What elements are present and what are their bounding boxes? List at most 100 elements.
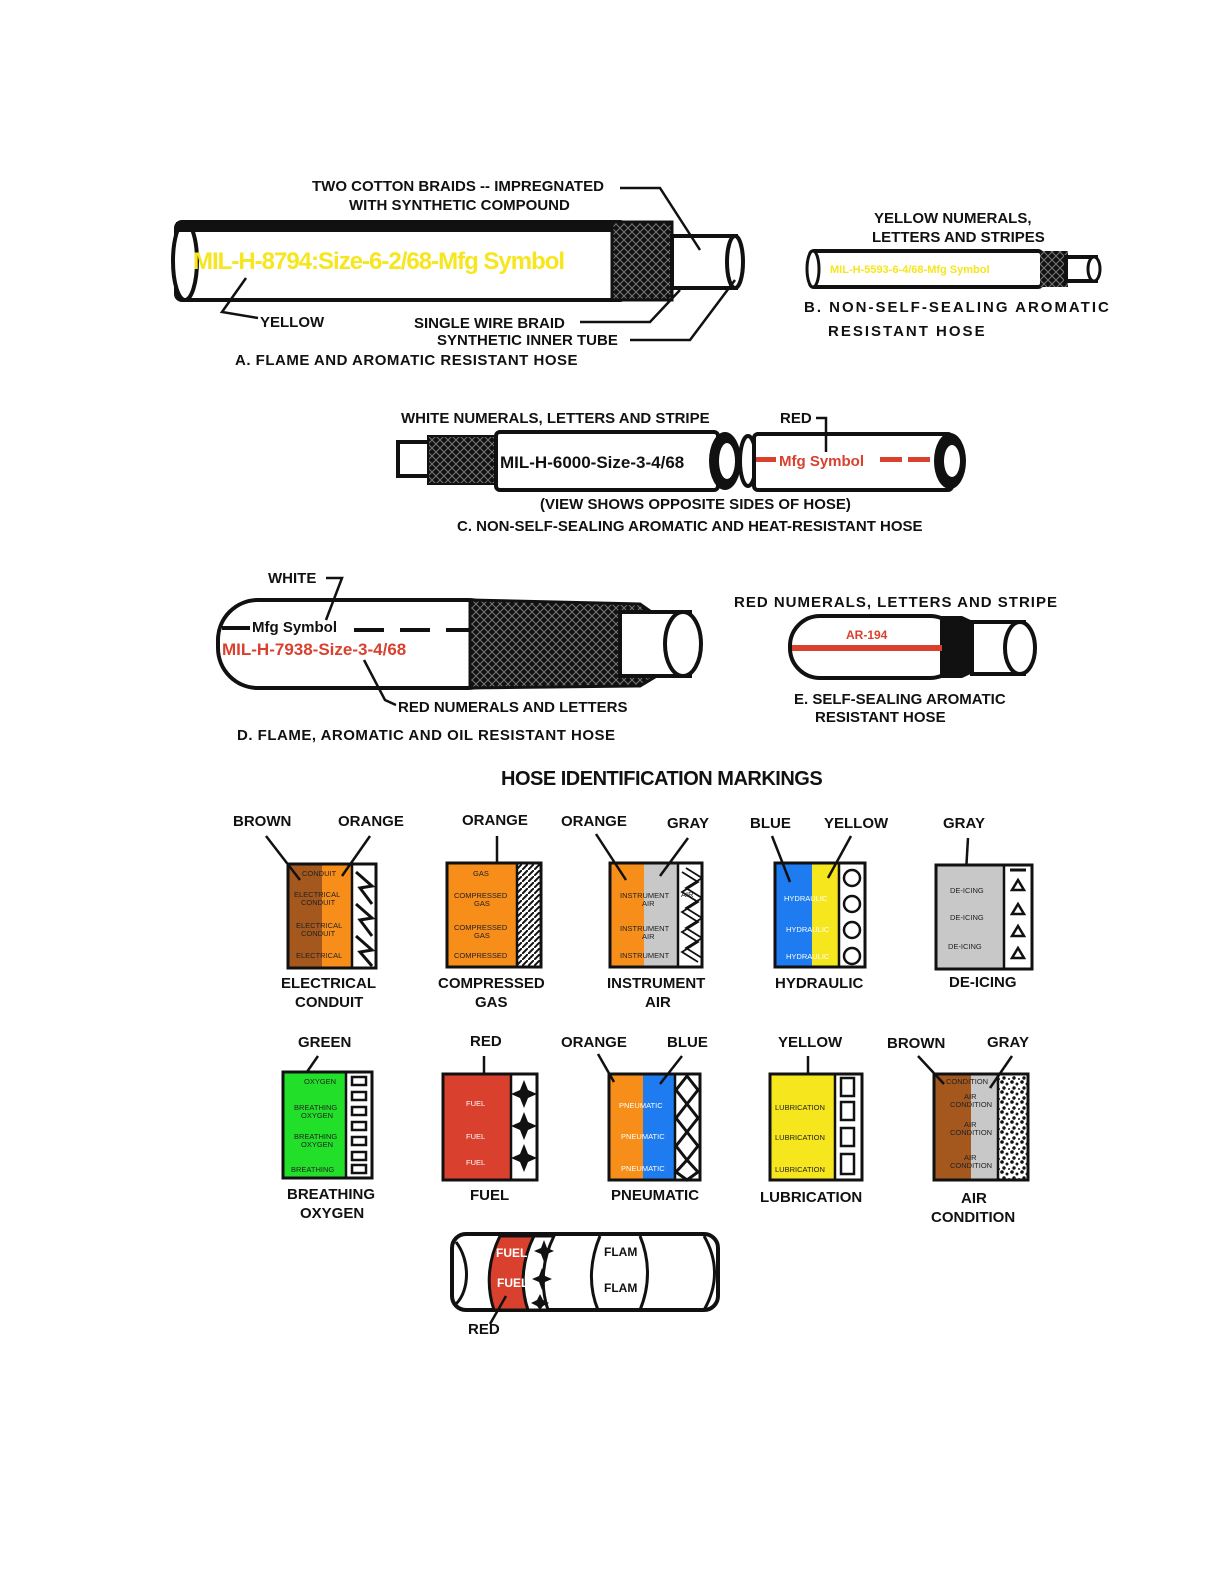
deicing-gray-label: GRAY <box>943 815 985 832</box>
hose-d-marking-1: Mfg Symbol <box>252 619 337 636</box>
gas-text-1: GAS <box>473 869 489 878</box>
instrument-text-4: AIR <box>642 932 655 941</box>
aircond-text-2: AIR <box>964 1092 977 1101</box>
hose-e-label: RED NUMERALS, LETTERS AND STRIPE <box>734 594 1058 611</box>
instrument-name-1: INSTRUMENT <box>607 975 705 992</box>
lubrication-frame <box>768 1072 864 1182</box>
hose-c-stripe-1 <box>756 457 776 462</box>
hose-e-stripe <box>792 645 942 651</box>
hose-c-left-end-inner <box>719 443 735 479</box>
pneumatic-orange-leader <box>596 1053 616 1083</box>
lubrication-text-1: LUBRICATION <box>775 1103 825 1112</box>
oxygen-text-5: OXYGEN <box>301 1140 333 1149</box>
square-icon <box>350 1075 368 1175</box>
oxygen-green-label: GREEN <box>298 1034 351 1051</box>
hose-b: MIL-H-5593-6-4/68-Mfg Symbol YELLOW NUME… <box>804 210 1109 340</box>
oxygen-text-1: OXYGEN <box>304 1077 336 1086</box>
hose-a-marking: MIL-H-8794:Size-6-2/68-Mfg Symbol <box>193 248 564 275</box>
aircond-frame <box>932 1072 1030 1182</box>
hose-e-inner-end <box>1003 620 1037 676</box>
deicing-text-1: DE-ICING <box>950 886 984 895</box>
aircond-gray-band <box>971 1074 998 1180</box>
aircond-text-6: AIR <box>964 1153 977 1162</box>
pneumatic-text-1: PNEUMATIC <box>619 1101 663 1110</box>
hose-e: RED NUMERALS, LETTERS AND STRIPE AR-194 … <box>734 594 1058 726</box>
instrument-text-1: INSTRUMENT <box>620 891 670 900</box>
hose-e-braid <box>940 616 975 678</box>
instrument-name-2: AIR <box>645 994 671 1011</box>
hose-c-red-label: RED <box>780 410 812 427</box>
hose-b-braid <box>1040 251 1068 287</box>
gas-name-2: GAS <box>475 994 508 1011</box>
deicing-gray-band <box>936 865 1004 969</box>
hydraulic-yellow-leader <box>826 835 853 879</box>
aircond-brown-band <box>934 1074 971 1180</box>
oxygen-text-2: BREATHING <box>294 1103 337 1112</box>
bottom-hose-text-1: FUEL <box>496 1246 527 1260</box>
deicing-frame <box>934 863 1034 971</box>
fuel-text-3: FUEL <box>466 1158 485 1167</box>
hose-a-caption: A. FLAME AND AROMATIC RESISTANT HOSE <box>235 352 578 369</box>
hose-a-inner-end <box>725 234 745 290</box>
hose-a-braids-leader <box>620 186 702 251</box>
aircond-text-4: AIR <box>964 1120 977 1129</box>
hose-e-caption-2: RESISTANT HOSE <box>815 709 946 726</box>
fuel-text-1: FUEL <box>466 1099 485 1108</box>
hose-a-braids-label-1: TWO COTTON BRAIDS -- IMPREGNATED <box>312 178 604 195</box>
aircond-text-1: CONDITION <box>946 1077 988 1086</box>
hose-b-label-2: LETTERS AND STRIPES <box>872 229 1045 246</box>
zigzag-icon <box>680 867 704 963</box>
circle-icon <box>842 920 862 940</box>
instrument-orange-label: ORANGE <box>561 813 627 830</box>
hose-c-right-end-inner <box>944 445 960 477</box>
circle-icon <box>842 946 862 966</box>
oxygen-text-6: BREATHING <box>291 1165 334 1174</box>
electrical-brown-label: BROWN <box>233 813 291 830</box>
lightning-icon <box>355 870 376 967</box>
pneumatic-blue-label: BLUE <box>667 1034 708 1051</box>
bottom-hose-red-leader <box>488 1295 508 1325</box>
deicing-text-3: DE-ICING <box>948 942 982 951</box>
instrument-gray-band <box>644 863 678 967</box>
pneumatic-orange-label: ORANGE <box>561 1034 627 1051</box>
hose-c-white-label: WHITE NUMERALS, LETTERS AND STRIPE <box>401 410 710 427</box>
aircond-name-2: CONDITION <box>931 1209 1015 1226</box>
gas-text-2: COMPRESSED <box>454 891 508 900</box>
electrical-text-1: CONDUIT <box>302 869 337 878</box>
hose-a-wire-label: SINGLE WIRE BRAID <box>414 315 565 332</box>
instrument-orange-band <box>610 863 644 967</box>
hydraulic-blue-leader <box>770 835 792 883</box>
gas-text-5: GAS <box>474 931 490 940</box>
hydraulic-text-3: HYDRAULIC <box>786 952 830 961</box>
bottom-hose-text-2: FUEL <box>497 1276 528 1290</box>
lubrication-yellow-band <box>770 1074 835 1180</box>
pneumatic-text-3: PNEUMATIC <box>621 1164 665 1173</box>
electrical-orange-label: ORANGE <box>338 813 404 830</box>
instrument-orange-leader <box>594 833 628 881</box>
instrument-text-3: INSTRUMENT <box>620 924 670 933</box>
hose-a-braid <box>610 220 674 302</box>
hose-d-red-leader <box>362 659 397 707</box>
hose-c-caption: C. NON-SELF-SEALING AROMATIC AND HEAT-RE… <box>457 518 923 535</box>
hydraulic-frame <box>773 861 867 969</box>
lubrication-text-3: LUBRICATION <box>775 1165 825 1174</box>
hose-d-red-label: RED NUMERALS AND LETTERS <box>398 699 627 716</box>
oxygen-frame <box>281 1070 374 1180</box>
bottom-hose-red-label: RED <box>468 1321 500 1338</box>
speckle-icon <box>998 1074 1028 1180</box>
aircond-brown-label: BROWN <box>887 1035 945 1052</box>
hose-b-end <box>805 249 821 289</box>
fuel-red-band <box>443 1074 511 1180</box>
aircond-text-7: CONDITION <box>950 1161 992 1170</box>
marking-breathing-oxygen: GREEN OXYGEN BREATHING OXYGEN BREATHING … <box>281 1034 375 1222</box>
fuel-name: FUEL <box>470 1187 509 1204</box>
hose-a-wire-leader <box>580 289 681 324</box>
hose-c-braid <box>427 435 501 485</box>
gas-text-6: COMPRESSED <box>454 951 508 960</box>
marking-hydraulic: BLUE YELLOW HYDRAULIC HYDRAULIC HYDRAULI… <box>750 815 889 992</box>
rectangle-icon <box>839 1076 856 1176</box>
hose-b-marking: MIL-H-5593-6-4/68-Mfg Symbol <box>830 264 990 276</box>
gas-text-3: GAS <box>474 899 490 908</box>
deicing-text-2: DE-ICING <box>950 913 984 922</box>
aircond-text-3: CONDITION <box>950 1100 992 1109</box>
